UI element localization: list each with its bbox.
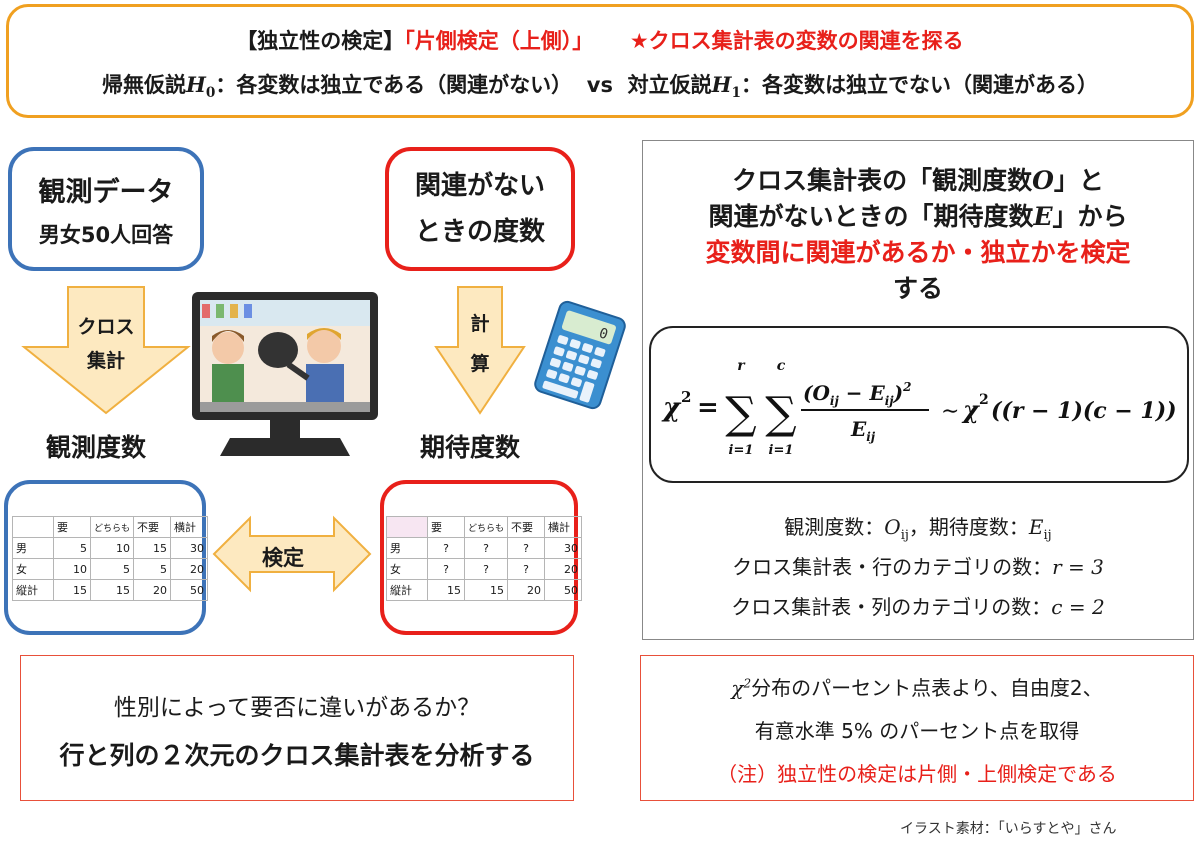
null-hypothesis-label: 帰無仮説 (102, 73, 187, 97)
illustration-credit: イラスト素材：「いらすとや」さん (900, 821, 1117, 837)
svg-text:(Oij − Eij)2: (Oij − Eij)2 (803, 380, 911, 408)
svg-text:i=1: i=1 (729, 443, 754, 458)
notation-note-2: クロス集計表・行のカテゴリの数：r = 3 (732, 555, 1104, 579)
alt-hypothesis-text: ：各変数は独立でない（関連がある） (740, 73, 1098, 97)
expected-condition-box: 関連がない ときの度数 (385, 147, 575, 271)
cross-tab-arrow (21, 286, 191, 415)
svg-text:c: c (777, 358, 786, 374)
percentile-note-line2: 有意水準 5% のパーセント点を取得 (754, 719, 1080, 743)
header-test-type: 「片側検定（上側）」 (404, 29, 594, 53)
cross-tab-arrow-label: クロス 集計 (77, 316, 135, 372)
calculator-illustration: 0 (534, 300, 626, 410)
svg-text:=: = (697, 393, 719, 423)
analysis-statement: 行と列の２次元のクロス集計表を分析する (59, 741, 535, 770)
header-topic: 【独立性の検定】 (236, 29, 405, 53)
chi-square-formula: χ 2 = r ∑ i=1 c ∑ i=1 (Oij − Eij)2 Eij ∼… (661, 358, 1177, 458)
research-question: 性別によって要否に違いがあるか？ (113, 695, 481, 721)
notation-note-3: クロス集計表・列のカテゴリの数：c = 2 (731, 595, 1105, 619)
alt-hypothesis-symbol: H1 (711, 72, 741, 102)
panel-line4: する (892, 274, 943, 303)
expected-condition-line2: ときの度数 (414, 217, 545, 247)
calculate-arrow-label: 計 算 (470, 313, 490, 375)
notation-note-1: 観測度数：Oij，期待度数：Eij (784, 515, 1052, 543)
svg-text:r: r (737, 358, 746, 374)
svg-text:χ: χ (661, 393, 682, 423)
svg-text:2: 2 (979, 392, 989, 408)
panel-explanation: クロス集計表の「観測度数O」と 関連がないときの「期待度数E」から 変数間に関連… (643, 163, 1193, 307)
chi-square-formula-box: χ 2 = r ∑ i=1 c ∑ i=1 (Oij − Eij)2 Eij ∼… (649, 326, 1189, 483)
alt-hypothesis-label: 対立仮説 (627, 73, 712, 97)
header-purpose: ★クロス集計表の変数の関連を探る (629, 29, 964, 53)
svg-text:i=1: i=1 (769, 443, 794, 458)
panel-line2: 関連がないときの「期待度数E」から (708, 202, 1128, 231)
observed-frequency-label: 観測度数 (46, 433, 147, 462)
observed-data-box: 観測データ 男女50人回答 (8, 147, 204, 271)
svg-text:∑: ∑ (725, 388, 756, 439)
table-header-row: 要 どちらも 不要 横計 (386, 516, 583, 538)
percentile-note-line1: χ2分布のパーセント点表より、自由度2、 (731, 676, 1103, 700)
right-explanation-panel: クロス集計表の「観測度数O」と 関連がないときの「期待度数E」から 変数間に関連… (642, 140, 1194, 640)
table-row: 男???30 (386, 537, 583, 559)
svg-text:∑: ∑ (765, 388, 796, 439)
header-hypotheses: 帰無仮説H0：各変数は独立である（関連がない） vs 対立仮説H1：各変数は独立… (9, 69, 1191, 101)
expected-condition-line1: 関連がない (414, 171, 545, 201)
null-hypothesis-symbol: H0 (186, 72, 216, 102)
svg-text:2: 2 (681, 388, 691, 406)
panel-line1: クロス集計表の「観測度数O」と (732, 166, 1104, 195)
null-hypothesis-text: ：各変数は独立である（関連がない） (215, 73, 573, 97)
observed-data-subtitle: 男女50人回答 (38, 222, 174, 247)
research-question-box: 性別によって要否に違いがあるか？ 行と列の２次元のクロス集計表を分析する (20, 655, 574, 801)
table-header-row: 要 どちらも 不要 横計 (12, 516, 209, 538)
percentile-note-box: χ2分布のパーセント点表より、自由度2、 有意水準 5% のパーセント点を取得 … (640, 655, 1194, 801)
header-line1: 【独立性の検定】「片側検定（上側）」 ★クロス集計表の変数の関連を探る (9, 25, 1191, 55)
panel-line3: 変数間に関連があるか・独立かを検定 (705, 238, 1131, 267)
header-box: 【独立性の検定】「片側検定（上側）」 ★クロス集計表の変数の関連を探る 帰無仮説… (6, 4, 1194, 118)
svg-text:Eij: Eij (850, 417, 876, 444)
svg-text:χ: χ (961, 395, 980, 424)
svg-text:((r − 1)(c − 1)): ((r − 1)(c − 1)) (991, 398, 1177, 424)
tv-cooking-illustration (192, 292, 378, 456)
calculate-arrow (434, 286, 526, 415)
svg-text:∼: ∼ (941, 399, 959, 424)
vs-label: vs (586, 73, 613, 97)
expected-frequency-label: 期待度数 (420, 433, 521, 462)
test-label: 検定 (262, 546, 304, 570)
one-sided-note: （注）独立性の検定は片側・上側検定である (717, 762, 1117, 786)
table-row: 女???20 (386, 558, 583, 580)
observed-data-title: 観測データ (38, 176, 174, 208)
test-double-arrow (212, 515, 372, 593)
